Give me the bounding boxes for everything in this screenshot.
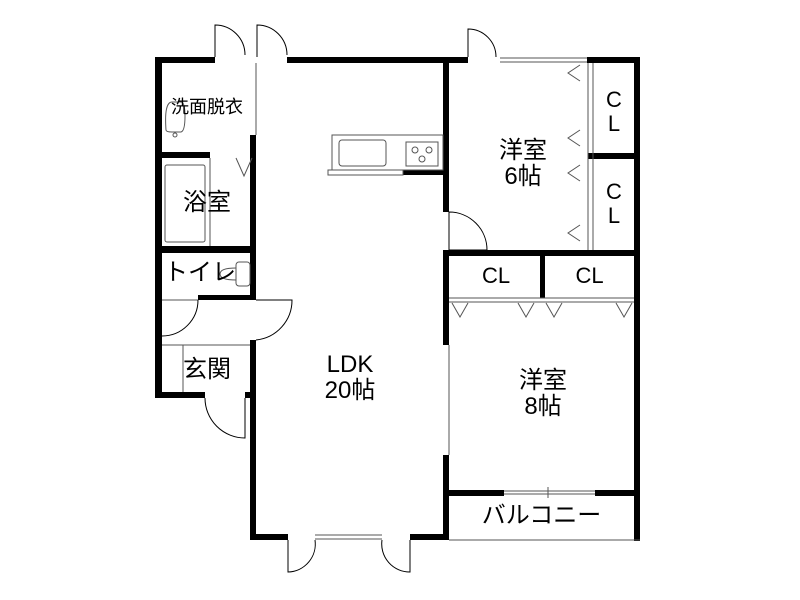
ldk-wall-bottom-left (250, 534, 288, 540)
door-ldk-bottom-right (381, 539, 411, 573)
door-washroom-top (214, 24, 246, 57)
closet-l: L (607, 111, 621, 137)
room-label-balcony: バルコニー (481, 502, 602, 529)
room-label-washroom: 洗面脱衣 (171, 97, 243, 117)
ldk-wall-left-upper (250, 135, 256, 300)
kitchen-wall (403, 170, 443, 175)
balcony-wall-left (449, 490, 504, 496)
thin-lines (162, 57, 640, 541)
outer-wall-top-mid (287, 57, 468, 63)
door-room6-top (467, 28, 497, 58)
ldk-size: 20帖 (324, 377, 376, 405)
closet-c: C (606, 179, 622, 204)
door-room6 (448, 211, 488, 251)
door-entrance (204, 397, 246, 439)
closet-l: L (607, 203, 621, 229)
closet-divider-wall (588, 153, 634, 159)
outer-wall-right (634, 57, 640, 541)
door-hall (161, 299, 199, 337)
door-ldk-bottom-left (287, 539, 316, 573)
room-label-entrance: 玄関 (183, 356, 231, 383)
ldk-wall-left-lower (250, 340, 256, 540)
western2-name: 洋室 (519, 367, 567, 394)
room-label-western-8: 洋室 8帖 (498, 367, 588, 421)
room-label-ldk: LDK 20帖 (300, 351, 400, 405)
ldk-wall-right-mid (443, 250, 449, 345)
ldk-wall-bottom-right (410, 534, 449, 540)
doors[interactable] (161, 24, 497, 573)
closet-label-lower: C L (596, 179, 632, 229)
room-label-western-6: 洋室 6帖 (478, 137, 568, 191)
ldk-name: LDK (326, 351, 374, 378)
closet-label-upper: C L (596, 87, 632, 137)
western1-name: 洋室 (499, 137, 547, 164)
room-label-bath: 浴室 (183, 189, 231, 216)
bath-toilet-wall (155, 246, 256, 253)
kitchen-counter (327, 134, 444, 176)
ldk-wall-right-lower (443, 455, 449, 540)
entrance-bottom-wall-right (245, 392, 256, 398)
balcony-wall-right (595, 490, 640, 496)
western1-size: 6帖 (504, 163, 542, 191)
closet-c: C (606, 87, 622, 112)
wash-bath-wall (155, 152, 210, 158)
walls (155, 57, 640, 541)
outer-wall-top-right (587, 57, 640, 63)
entrance-bottom-wall (155, 392, 205, 398)
outer-wall-top-left (155, 57, 215, 63)
room6-cl-wall (449, 250, 640, 256)
western2-size: 8帖 (524, 393, 562, 421)
door-ldk-left (255, 299, 293, 341)
cl-divider-wall (540, 256, 545, 298)
closet-label-right: CL (575, 263, 604, 288)
ldk-wall-right-upper (443, 57, 449, 212)
toilet-hall-wall (198, 295, 256, 300)
closet-label-left: CL (481, 263, 511, 288)
door-ldk-top (256, 24, 288, 57)
room-label-toilet: トイレ (164, 259, 236, 286)
outer-wall-left (155, 57, 162, 398)
